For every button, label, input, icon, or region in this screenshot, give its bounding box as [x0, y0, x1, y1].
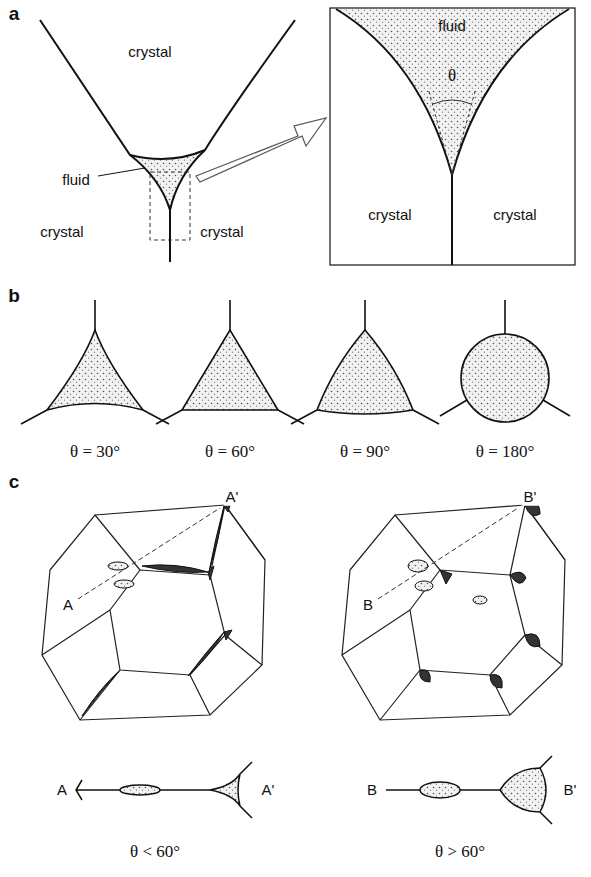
- fluid-lens: [420, 782, 460, 798]
- zoom-box: [150, 172, 190, 240]
- fluid-lens: [108, 562, 128, 570]
- panel-letter: b: [8, 286, 20, 307]
- grain-boundary: [336, 9, 569, 175]
- fluid-channel: [142, 565, 214, 580]
- zoom-arrow: [196, 118, 326, 182]
- grain-junction: [40, 20, 326, 262]
- panel-letter: c: [9, 472, 20, 493]
- grain-polyhedron: [42, 505, 265, 720]
- angle-caption: θ > 60°: [435, 843, 485, 862]
- fluid-pocket: [420, 670, 431, 682]
- inset-frame: [330, 8, 575, 265]
- fluid-pocket: [210, 774, 240, 806]
- region-label: fluid: [62, 172, 90, 189]
- dihedral-shapes: [21, 300, 570, 424]
- region-label: crystal: [200, 224, 243, 241]
- fluid-pocket: [490, 675, 502, 688]
- angle-caption: θ = 30°: [70, 443, 120, 462]
- fluid-lens: [114, 580, 134, 588]
- grain-network: [42, 502, 265, 720]
- section-point: B: [361, 597, 375, 614]
- grain-boundary: [240, 762, 252, 818]
- grain-boundary: [40, 20, 295, 210]
- angle-symbol: θ: [448, 67, 456, 86]
- section-point: B': [522, 489, 539, 506]
- angle-caption: θ = 60°: [205, 443, 255, 462]
- fluid-channel: [188, 630, 232, 676]
- fluid-lens: [408, 560, 428, 572]
- angle-caption: θ < 60°: [130, 843, 180, 862]
- angle-caption: θ = 180°: [476, 443, 535, 462]
- section-point: A: [57, 782, 67, 799]
- section-point: A: [61, 597, 75, 614]
- grain-boundary: [451, 175, 453, 265]
- fluid-channel: [209, 502, 231, 572]
- section-point: B: [367, 782, 377, 799]
- fluid-pocket: [510, 572, 526, 583]
- grain-boundary: [169, 210, 171, 262]
- grain-boundary: [540, 756, 552, 824]
- pocket-60: [182, 330, 278, 410]
- cross-sections: [76, 756, 552, 824]
- grain-pockets: [342, 503, 565, 720]
- region-label: crystal: [493, 207, 536, 224]
- pocket-30: [47, 330, 143, 410]
- fluid-pocket: [500, 768, 546, 812]
- grain-boundary: [130, 150, 205, 159]
- section-point: A': [224, 489, 241, 506]
- fluid-region: [336, 9, 569, 175]
- fluid-lens: [473, 596, 487, 604]
- tangent-line: [428, 88, 476, 175]
- angle-arc: [433, 100, 471, 104]
- grain-boundary: [76, 780, 210, 800]
- grain-boundary: [291, 300, 439, 424]
- inset: [330, 8, 575, 265]
- section-point: A': [262, 782, 275, 799]
- section-line: [378, 508, 518, 599]
- section-line: [78, 508, 220, 599]
- panel-letter: a: [9, 4, 20, 25]
- region-label: fluid: [438, 18, 466, 35]
- fluid-lens: [120, 785, 160, 795]
- grain-boundary: [21, 300, 169, 424]
- leader-line: [98, 168, 145, 176]
- fluid-pocket: [440, 570, 452, 584]
- region-label: crystal: [128, 44, 171, 61]
- fluid-lens: [415, 581, 433, 591]
- pocket-180: [461, 334, 549, 422]
- grain-boundary: [156, 300, 304, 424]
- grain-polyhedron: [342, 505, 565, 720]
- region-label: crystal: [40, 224, 83, 241]
- fluid-pocket: [525, 634, 540, 647]
- fluid-channel: [82, 670, 120, 716]
- section-point: B': [564, 782, 577, 799]
- grain-boundary: [440, 300, 570, 416]
- pocket-90: [317, 330, 413, 414]
- region-label: crystal: [368, 207, 411, 224]
- angle-caption: θ = 90°: [340, 443, 390, 462]
